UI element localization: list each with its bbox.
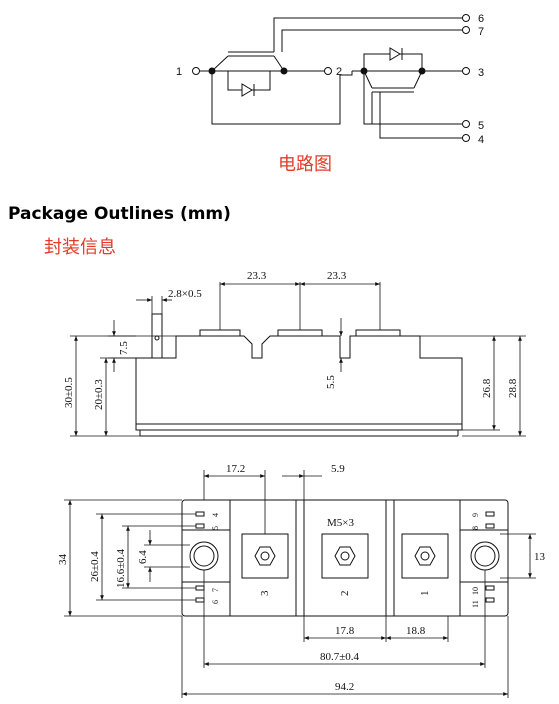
package-subtitle: 封装信息 (44, 237, 116, 258)
aux-pin-5-label: 5 (211, 526, 220, 530)
terminal-3-label: 3 (259, 590, 271, 596)
dim-mid-offset: 5.9 (331, 463, 345, 475)
pin-7-label: 7 (478, 26, 484, 38)
dim-pitch-18-8: 18.8 (406, 625, 426, 637)
aux-pin-11-label: 11 (471, 600, 480, 608)
circuit-caption: 电路图 (278, 154, 332, 175)
aux-pin-6-label: 6 (211, 600, 220, 604)
dim-terminal-drop: 5.5 (325, 375, 337, 389)
circuit-diagram (192, 14, 470, 142)
dim-pitch-right: 23.3 (327, 270, 347, 282)
dim-height-outer: 28.8 (507, 378, 519, 398)
dim-total-height: 30±0.5 (63, 377, 75, 408)
top-view-dimension-lines (64, 470, 536, 698)
dim-height-inner: 26.8 (481, 378, 493, 398)
pin-3-label: 3 (478, 67, 484, 79)
dim-mount-80-7: 80.7±0.4 (320, 651, 360, 663)
dim-terminal-13: 13 (534, 551, 546, 563)
pin-2-label: 2 (336, 66, 342, 78)
dim-tab-height: 7.5 (118, 341, 130, 355)
aux-pin-8-label: 8 (471, 526, 480, 530)
dim-total-94-2: 94.2 (335, 681, 354, 693)
terminal-1-label: 1 (419, 591, 431, 597)
thread-spec: M5×3 (327, 517, 354, 529)
pin-6-label: 6 (478, 13, 484, 25)
pin-4-label: 4 (478, 134, 484, 146)
dim-pitch-17-8: 17.8 (335, 625, 355, 637)
dim-width-34: 34 (57, 554, 69, 566)
side-view-dimension-lines (70, 282, 526, 437)
pin-1-label: 1 (176, 66, 182, 78)
aux-pin-9-label: 9 (471, 513, 480, 517)
dim-width-26: 26±0.4 (89, 551, 101, 582)
dim-pitch-left: 23.3 (247, 270, 267, 282)
dim-tab-size: 2.8×0.5 (168, 288, 202, 300)
pin-5-label: 5 (478, 120, 484, 132)
aux-pin-7-label: 7 (211, 588, 220, 592)
top-view-outline (181, 499, 509, 617)
dim-width-16: 16.6±0.4 (115, 548, 127, 588)
aux-pin-4-label: 4 (211, 513, 220, 517)
dim-left-offset: 17.2 (226, 463, 245, 475)
dim-hole-6-4: 6.4 (137, 550, 149, 564)
aux-pin-10-label: 10 (471, 587, 480, 595)
dim-body-height: 20±0.3 (93, 379, 105, 410)
package-title: Package Outlines (mm) (8, 204, 231, 224)
terminal-2-label: 2 (339, 591, 351, 597)
side-view-outline (135, 313, 463, 437)
